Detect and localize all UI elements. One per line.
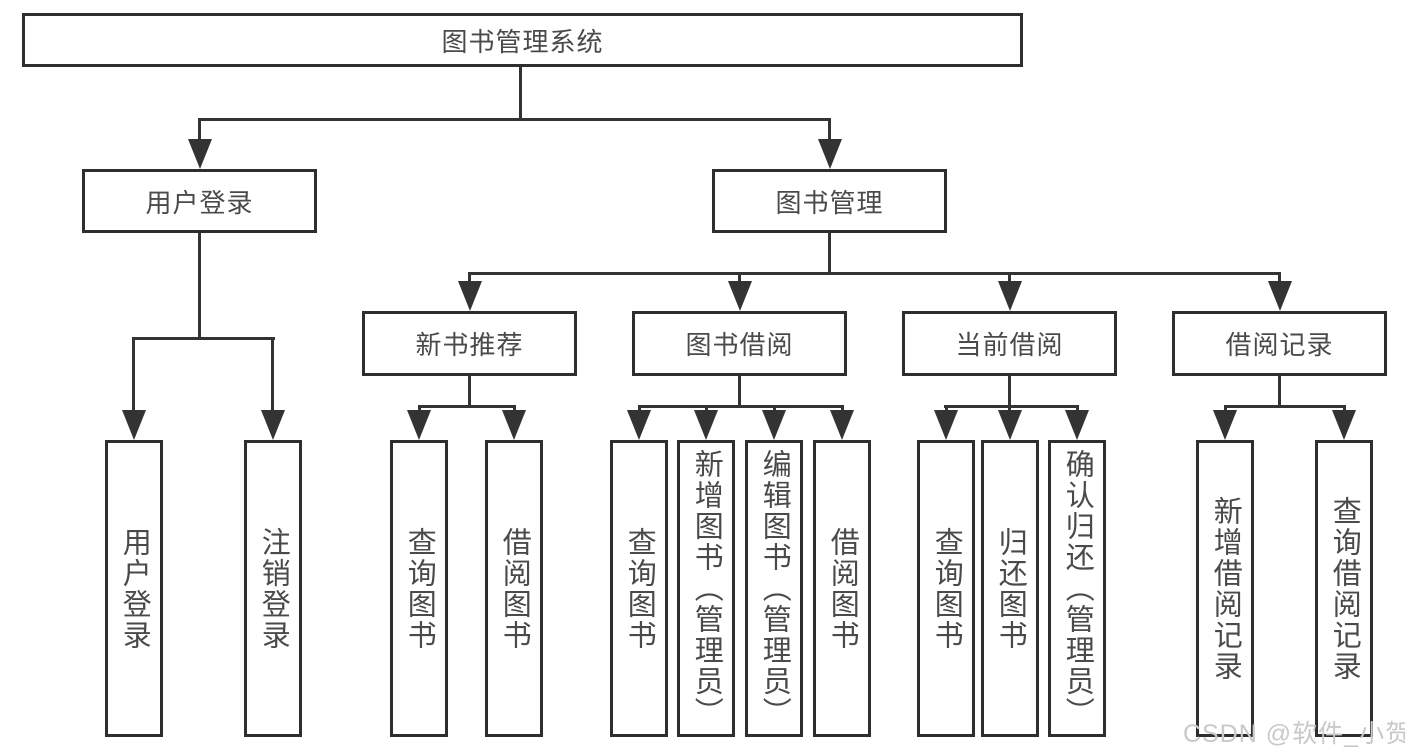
leaf-query-borrow-record: 查询借阅记录 bbox=[1315, 440, 1373, 737]
arrow-to-current-borrow bbox=[998, 281, 1022, 311]
edge-record-group-hline bbox=[1224, 405, 1346, 408]
edge-level3-hline bbox=[468, 272, 1281, 275]
edge-to-borrow-record-stem bbox=[1278, 275, 1281, 284]
node-library-management-system: 图书管理系统 bbox=[22, 13, 1023, 67]
edge-current-group-hline bbox=[944, 405, 1079, 408]
edge-record-leaf1-stem bbox=[1224, 405, 1227, 413]
edge-to-book-management-stem bbox=[828, 118, 831, 143]
edge-current-borrow-down bbox=[1008, 376, 1011, 408]
edge-current-leaf3-stem bbox=[1076, 405, 1079, 413]
node-borrow-record: 借阅记录 bbox=[1172, 311, 1387, 376]
arrow-to-book-management bbox=[818, 139, 842, 169]
arrow-to-leaf-logout bbox=[261, 410, 285, 440]
edge-to-leaf-user-login-stem bbox=[132, 340, 135, 413]
edge-borrow-leaf4-stem bbox=[841, 405, 844, 413]
node-new-book-recommend: 新书推荐 bbox=[362, 311, 577, 376]
edge-book-management-down bbox=[828, 233, 831, 275]
edge-to-new-book-recommend-stem bbox=[468, 275, 471, 284]
edge-to-current-borrow-stem bbox=[1008, 275, 1011, 284]
arrow-to-leaf-query-books-borrow bbox=[627, 410, 651, 440]
leaf-borrow-books: 借阅图书 bbox=[813, 440, 871, 737]
edge-user-login-down bbox=[198, 233, 201, 340]
leaf-confirm-return-admin: 确认归还（管理员） bbox=[1048, 440, 1106, 737]
edge-newbook-leaf2-stem bbox=[513, 405, 516, 413]
watermark: CSDN @软件_小贺同学 bbox=[1183, 720, 1405, 747]
edge-book-borrow-down bbox=[738, 376, 741, 408]
leaf-return-books: 归还图书 bbox=[981, 440, 1039, 737]
edge-borrow-leaf3-stem bbox=[773, 405, 776, 413]
edge-newbook-group-hline bbox=[418, 405, 516, 408]
edge-new-book-recommend-down bbox=[468, 376, 471, 408]
arrow-to-book-borrow bbox=[728, 281, 752, 311]
edge-borrow-group-hline bbox=[638, 405, 844, 408]
node-current-borrow: 当前借阅 bbox=[902, 311, 1117, 376]
edge-borrow-leaf2-stem bbox=[705, 405, 708, 413]
edge-user-group-hline bbox=[132, 337, 275, 340]
edge-to-user-login-stem bbox=[198, 118, 201, 143]
arrow-to-leaf-query-books-recommend bbox=[407, 410, 431, 440]
edge-current-leaf2-stem bbox=[1008, 405, 1011, 413]
arrow-to-leaf-borrow-books bbox=[830, 410, 854, 440]
edge-current-leaf1-stem bbox=[945, 405, 948, 413]
arrow-to-leaf-user-login bbox=[122, 410, 146, 440]
leaf-logout: 注销登录 bbox=[244, 440, 302, 737]
arrow-to-leaf-return-books bbox=[998, 410, 1022, 440]
arrow-to-leaf-confirm-return-admin bbox=[1065, 410, 1089, 440]
leaf-query-books-recommend: 查询图书 bbox=[390, 440, 448, 737]
leaf-borrow-books-recommend: 借阅图书 bbox=[485, 440, 543, 737]
edge-to-book-borrow-stem bbox=[738, 275, 741, 284]
node-book-borrow: 图书借阅 bbox=[632, 311, 847, 376]
arrow-to-borrow-record bbox=[1268, 281, 1292, 311]
leaf-query-books-borrow: 查询图书 bbox=[610, 440, 668, 737]
edge-borrow-leaf1-stem bbox=[638, 405, 641, 413]
edge-record-leaf2-stem bbox=[1343, 405, 1346, 413]
arrow-to-leaf-add-borrow-record bbox=[1213, 410, 1237, 440]
edge-borrow-record-down bbox=[1278, 376, 1281, 408]
leaf-add-borrow-record: 新增借阅记录 bbox=[1196, 440, 1254, 737]
arrow-to-leaf-edit-books-admin bbox=[762, 410, 786, 440]
leaf-user-login: 用户登录 bbox=[105, 440, 163, 737]
arrow-to-user-login bbox=[188, 139, 212, 169]
arrow-to-leaf-query-books-current bbox=[934, 410, 958, 440]
edge-newbook-leaf1-stem bbox=[418, 405, 421, 413]
node-user-login: 用户登录 bbox=[82, 169, 317, 233]
edge-root-trunk bbox=[519, 65, 522, 121]
node-book-management: 图书管理 bbox=[712, 169, 947, 233]
leaf-query-books-current: 查询图书 bbox=[917, 440, 975, 737]
arrow-to-new-book-recommend bbox=[458, 281, 482, 311]
leaf-edit-books-admin: 编辑图书（管理员） bbox=[745, 440, 803, 737]
leaf-add-books-admin: 新增图书（管理员） bbox=[677, 440, 735, 737]
arrow-to-leaf-borrow-books-recommend bbox=[502, 410, 526, 440]
arrow-to-leaf-add-books-admin bbox=[694, 410, 718, 440]
edge-to-leaf-logout-stem bbox=[271, 340, 274, 413]
arrow-to-leaf-query-borrow-record bbox=[1332, 410, 1356, 440]
edge-level2-hline bbox=[198, 118, 831, 121]
